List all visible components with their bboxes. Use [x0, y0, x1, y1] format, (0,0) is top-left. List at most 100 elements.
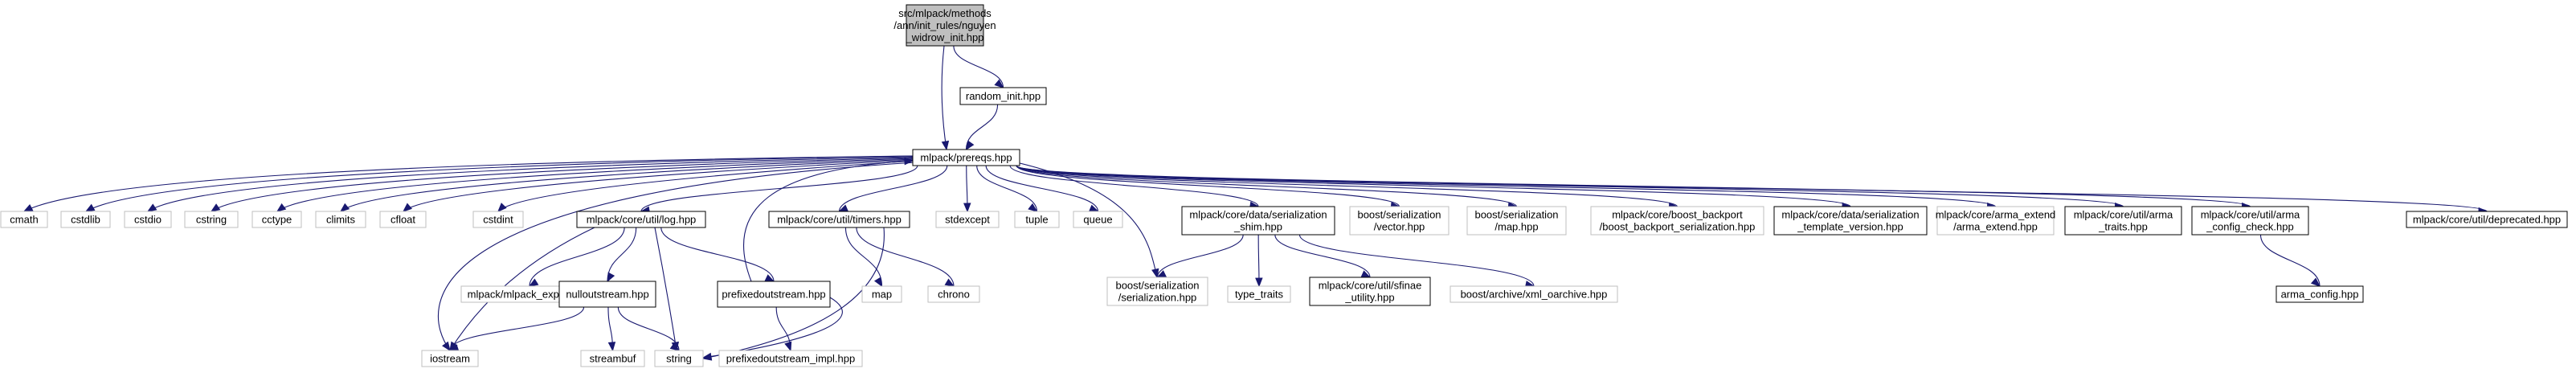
node-box: [717, 281, 831, 308]
node-root[interactable]: src/mlpack/methods/ann/init_rules/nguyen…: [893, 4, 996, 47]
node-box: [124, 211, 172, 228]
node-label: queue: [1083, 214, 1112, 226]
node-box: [959, 87, 1047, 105]
node-deprecated[interactable]: mlpack/core/util/deprecated.hpp: [2406, 211, 2568, 228]
edge-root-to-random_init: [953, 45, 1004, 88]
node-label: cctype: [262, 214, 292, 226]
node-box: [379, 211, 427, 228]
edge-line: [654, 227, 677, 351]
edge-arma_config_check-to-arma_config: [2259, 234, 2321, 287]
arrowhead: [838, 204, 849, 212]
edge-timers-to-chrono: [856, 227, 955, 287]
node-map: map: [861, 285, 902, 303]
edge-nulloutstream-to-iostream: [448, 306, 585, 352]
node-box: [1349, 206, 1450, 236]
node-cstdint: cstdint: [472, 211, 524, 228]
node-cstdio: cstdio: [124, 211, 172, 228]
arrowhead: [1360, 270, 1372, 278]
node-prefixedoutstream[interactable]: prefixedoutstream.hpp: [717, 281, 831, 308]
node-cstdlib: cstdlib: [60, 211, 111, 228]
node-sfinae[interactable]: mlpack/core/util/sfinae_utility.hpp: [1309, 277, 1431, 306]
arrowhead: [497, 203, 507, 212]
arrowhead: [1156, 270, 1167, 278]
node-box: [0, 211, 48, 228]
arrowhead: [2310, 277, 2321, 287]
node-log[interactable]: mlpack/core/util/log.hpp: [576, 211, 706, 228]
node-box: [472, 211, 524, 228]
edge-shim-to-boost_serialization: [1156, 234, 1244, 278]
node-box: [1073, 211, 1123, 228]
arrowhead: [339, 203, 350, 212]
node-label: mlpack/core/data/serialization: [1781, 209, 1919, 221]
node-box: [558, 281, 656, 308]
node-label: /map.hpp: [1494, 221, 1538, 233]
node-template-version[interactable]: mlpack/core/data/serialization_template_…: [1773, 206, 1928, 236]
node-arma-config[interactable]: arma_config.hpp: [2275, 285, 2364, 303]
node-boost-vector: boost/serialization/vector.hpp: [1349, 206, 1450, 236]
node-boost-map: boost/serialization/map.hpp: [1466, 206, 1567, 236]
edge-prereqs-to-queue: [985, 165, 1099, 212]
node-label: arma_config.hpp: [2281, 289, 2359, 301]
edge-prereqs-to-climits: [339, 158, 914, 212]
edge-prereqs-to-cfloat: [402, 159, 915, 212]
edge-prereqs-to-iostream: [437, 162, 917, 352]
node-label: string: [666, 353, 692, 365]
node-label: mlpack/core/util/log.hpp: [587, 214, 697, 226]
node-queue: queue: [1073, 211, 1123, 228]
node-label: /vector.hpp: [1374, 221, 1425, 233]
node-box: [906, 4, 984, 47]
node-tuple: tuple: [1014, 211, 1060, 228]
node-label: chrono: [938, 289, 970, 301]
edge-line: [2259, 234, 2320, 287]
node-arma-traits[interactable]: mlpack/core/util/arma_traits.hpp: [2064, 206, 2182, 236]
edge-timers-to-string: [701, 227, 885, 361]
edge-line: [640, 165, 918, 212]
node-label: /boost_backport_serialization.hpp: [1600, 221, 1756, 233]
node-arma-config-check[interactable]: mlpack/core/util/arma_config_check.hpp: [2191, 206, 2309, 236]
dependency-edges: [22, 45, 2488, 361]
node-arma-extend: mlpack/core/arma_extend/arma_extend.hpp: [1936, 206, 2055, 236]
node-boost-backport: mlpack/core/boost_backport/boost_backpor…: [1590, 206, 1764, 236]
node-label: _config_check.hpp: [2206, 221, 2293, 233]
node-box: [1450, 285, 1618, 303]
node-prereqs[interactable]: mlpack/prereqs.hpp: [912, 149, 1020, 166]
edge-line: [449, 306, 585, 351]
node-box: [912, 149, 1020, 166]
node-box: [60, 211, 111, 228]
node-box: [1773, 206, 1928, 236]
node-box: [2064, 206, 2182, 236]
node-label: mlpack/core/util/arma: [2201, 209, 2300, 221]
node-streambuf: streambuf: [580, 350, 645, 367]
node-nulloutstream[interactable]: nulloutstream.hpp: [558, 281, 656, 308]
node-random-init[interactable]: random_init.hpp: [959, 87, 1047, 105]
arrowhead: [904, 157, 914, 166]
node-box: [580, 350, 645, 367]
edge-prereqs-to-boost_vector: [1016, 165, 1400, 210]
node-label: /ann/init_rules/nguyen: [893, 19, 996, 31]
edge-shim-to-sfinae: [1274, 234, 1372, 278]
node-shim[interactable]: mlpack/core/data/serialization_shim.hpp: [1181, 206, 1335, 236]
node-timers[interactable]: mlpack/core/util/timers.hpp: [768, 211, 910, 228]
node-box: [576, 211, 706, 228]
edge-line: [529, 227, 625, 287]
node-label: boost/archive/xml_oarchive.hpp: [1461, 289, 1608, 301]
node-box: [718, 350, 863, 367]
node-box: [1227, 285, 1291, 303]
edge-prereqs-to-timers: [838, 165, 948, 212]
edge-line: [1009, 165, 1259, 207]
edge-prereqs-to-stdexcept: [963, 165, 971, 213]
edge-prefixedoutstream-to-prefixed_impl: [775, 306, 792, 352]
node-box: [1309, 277, 1431, 306]
arrowhead: [965, 140, 975, 151]
node-label: boost/serialization: [1115, 280, 1199, 292]
arrowhead: [963, 203, 971, 213]
edge-line: [838, 165, 948, 212]
edge-line: [702, 227, 885, 359]
arrowhead: [210, 203, 221, 212]
node-label: tuple: [1025, 214, 1048, 226]
node-iostream: iostream: [421, 350, 479, 367]
node-label: mlpack/core/boost_backport: [1612, 209, 1743, 221]
node-box: [1590, 206, 1764, 236]
edge-shim-to-type_traits: [1255, 234, 1263, 288]
